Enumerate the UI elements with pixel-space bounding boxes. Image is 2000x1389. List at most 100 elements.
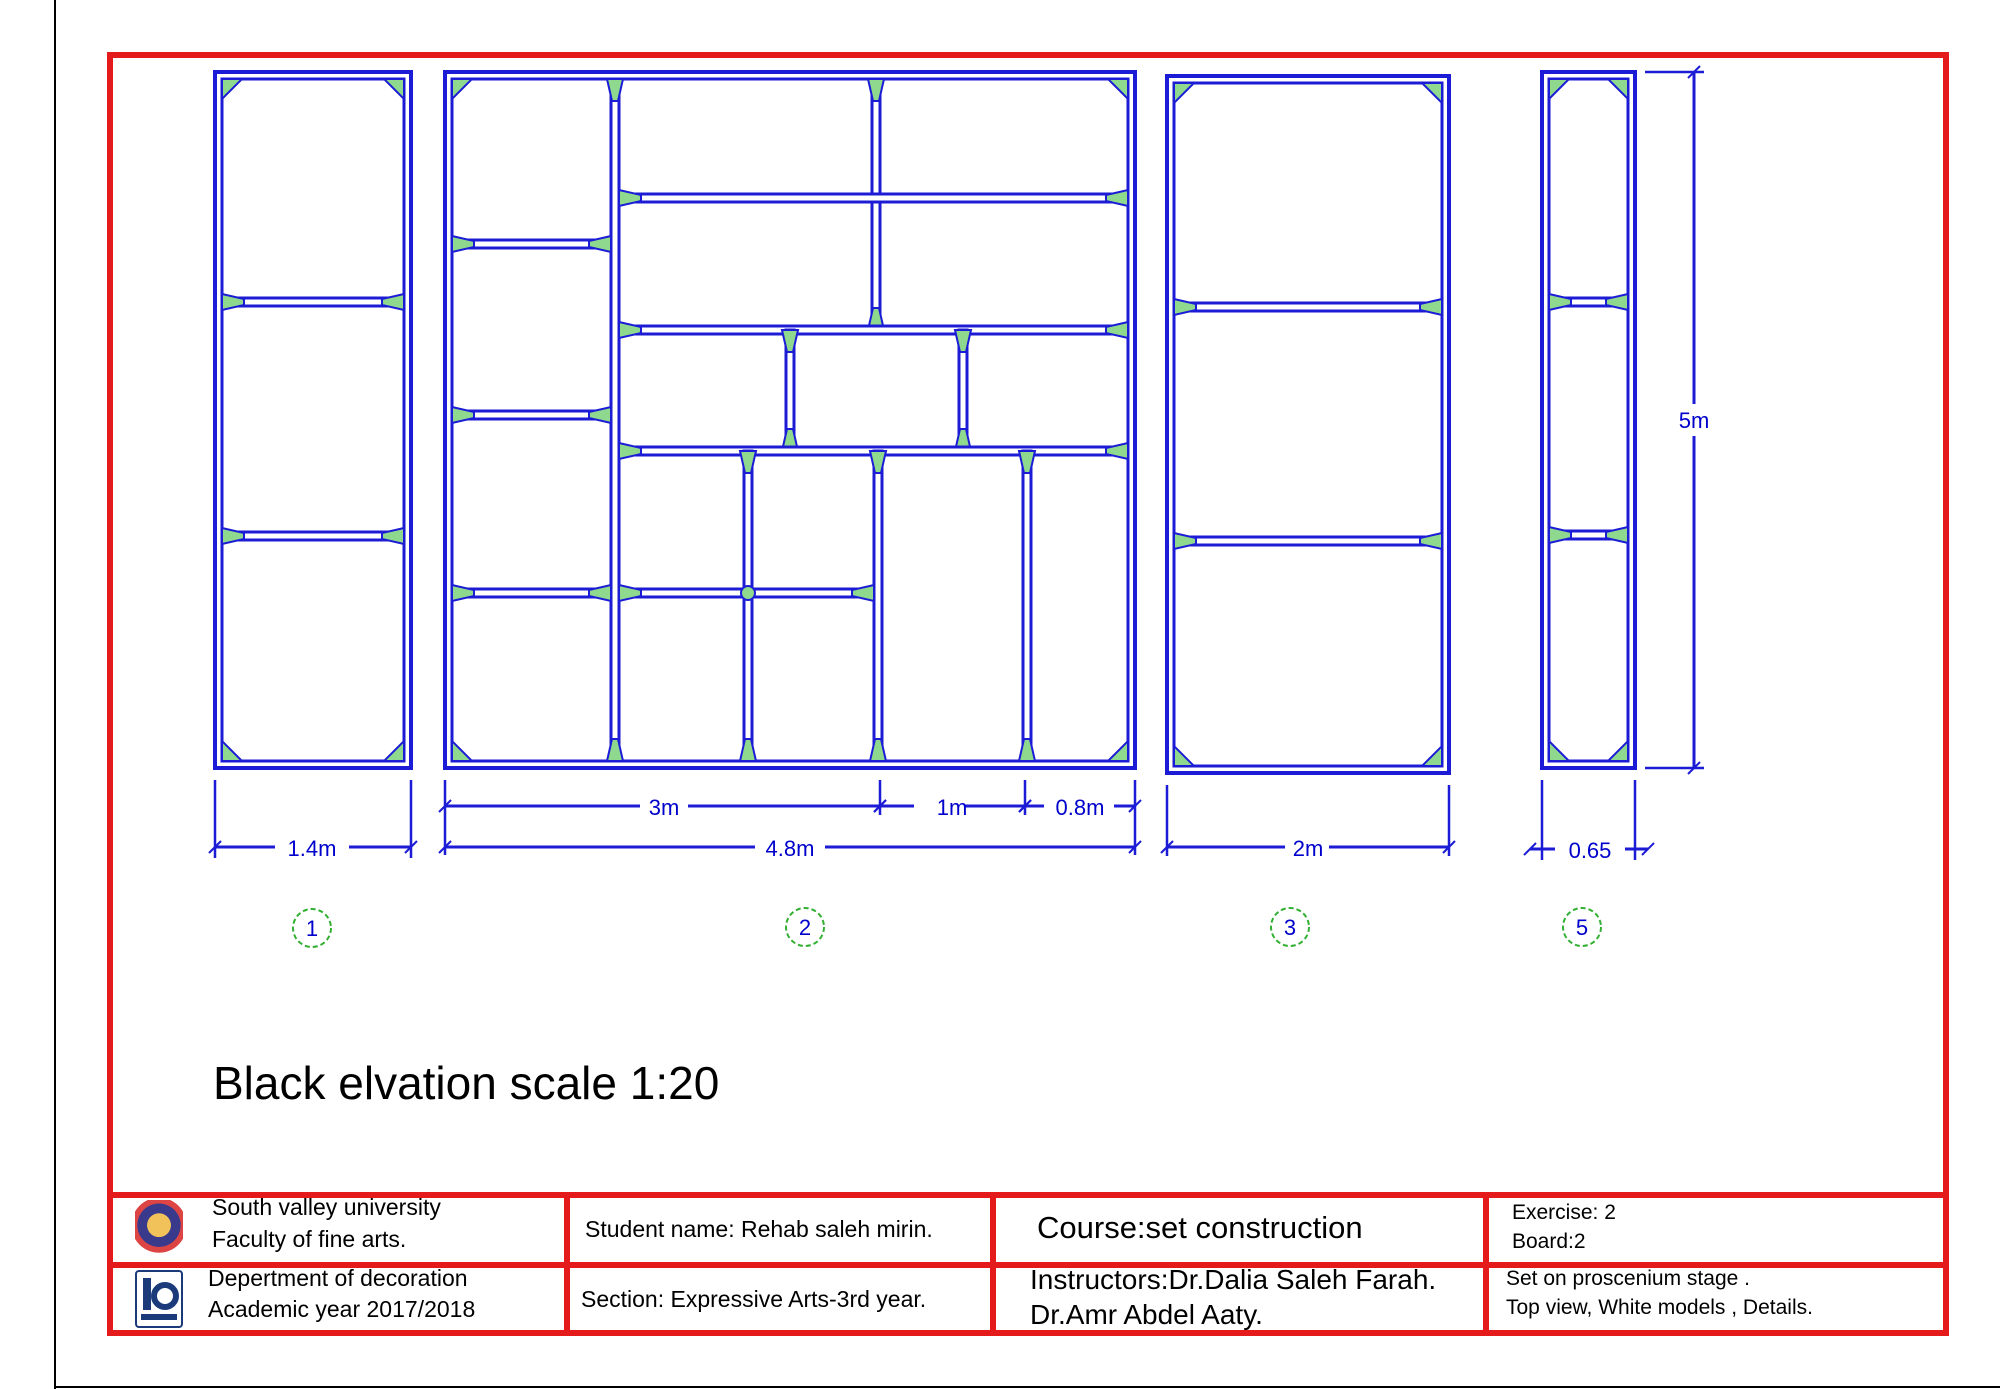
panel-2-stile-joint-top	[866, 78, 886, 102]
section-info: Section: Expressive Arts-3rd year.	[581, 1286, 927, 1312]
panel-2-segment-dim-1m-tick	[873, 799, 887, 813]
panel-2-rail-joint-right	[588, 583, 612, 603]
panel-2-stile-joint-bottom	[605, 738, 625, 762]
width-label-panel-5: 0.65	[1569, 838, 1612, 863]
panel-1-rail	[220, 530, 406, 542]
panel-2-rail-joint-right	[588, 234, 612, 254]
academic-year: Academic year 2017/2018	[208, 1296, 476, 1322]
panel-5-width-dim-tick	[1641, 842, 1655, 856]
panel-1-width-dim-tick	[404, 840, 418, 854]
panel-2-rail-joint-right	[1105, 320, 1129, 340]
panel-2-segment-dim-3m-tick	[438, 799, 452, 813]
segment-label-0.8m: 0.8m	[1056, 795, 1105, 820]
panel-5-frame-corner-gusset	[1548, 738, 1572, 762]
height-dim-tick	[1687, 65, 1701, 79]
panel-5-rail-joint-right	[1605, 525, 1629, 545]
panel-2-rail	[617, 324, 1130, 336]
panel-number-3: 3	[1284, 915, 1296, 940]
panel-2-rail	[450, 587, 613, 599]
panel-2-stile-joint-bottom	[1017, 738, 1037, 762]
dimension-lines	[208, 65, 1704, 860]
panel-2-stile	[1021, 449, 1033, 763]
marker-circle-5	[1562, 907, 1602, 947]
panel-2-rail-joint-right	[851, 583, 875, 603]
panel-3-frame-corner-gusset	[1173, 82, 1197, 106]
red-frame	[107, 52, 1949, 1336]
width-label-panel-3: 2m	[1293, 836, 1324, 861]
drawing-title: Black elvation scale 1:20	[213, 1057, 719, 1109]
student-name: Student name: Rehab saleh mirin.	[585, 1216, 933, 1242]
panel-3-rail-joint-left	[1173, 531, 1197, 551]
panel-2-rail	[617, 192, 1130, 204]
panel-1-frame-corner-gusset	[221, 78, 245, 102]
panel-3-frame-corner-gusset	[1173, 743, 1197, 767]
panel-5-rail-joint-left	[1548, 292, 1572, 312]
panel-1-rail	[220, 296, 406, 308]
width-label-panel-1: 1.4m	[288, 836, 337, 861]
panel-2-rail-joint-left	[451, 583, 475, 603]
university-logo	[135, 1200, 183, 1256]
panel-3-frame-outer	[1165, 74, 1451, 775]
panel-2-rail-joint-right	[588, 405, 612, 425]
panel-1-frame-inner	[220, 77, 406, 763]
panel-2-stile-joint-top	[780, 329, 800, 353]
panel-2-rail-joint-left	[618, 320, 642, 340]
panel-2-width-dim-tick	[438, 840, 452, 854]
panel-2-frame-corner-gusset	[451, 738, 475, 762]
panel-2-frame-corner-gusset	[1105, 78, 1129, 102]
panel-2-segment-dim-0.8m-tick	[1018, 799, 1032, 813]
board-number: Board:2	[1512, 1230, 1586, 1253]
panel-2-frame-outer	[443, 70, 1137, 770]
panel-2-rail-joint-left	[451, 405, 475, 425]
marker-circle-2	[785, 907, 825, 947]
panel-3-rail-joint-left	[1173, 297, 1197, 317]
panel-number-5: 5	[1576, 915, 1588, 940]
segment-label-1m: 1m	[937, 795, 968, 820]
marker-circle-3	[1270, 907, 1310, 947]
elevation-panels	[213, 70, 1637, 775]
panel-3-rail-joint-right	[1419, 531, 1443, 551]
panel-2-frame-corner-gusset	[451, 78, 475, 102]
panel-3-rail-joint-right	[1419, 297, 1443, 317]
panel-2-rail-joint-right	[1105, 188, 1129, 208]
panel-5-frame-corner-gusset	[1605, 738, 1629, 762]
panel-2-stile-joint-top	[868, 450, 888, 474]
panel-1-width-dim-tick	[208, 840, 222, 854]
panel-3-frame-corner-gusset	[1419, 743, 1443, 767]
panel-1-frame-outer	[213, 70, 413, 770]
panel-3-frame-corner-gusset	[1419, 82, 1443, 106]
panel-2-rail-joint-right	[1105, 441, 1129, 461]
panel-1-frame-corner-gusset	[381, 738, 405, 762]
height-label: 5m	[1679, 408, 1710, 433]
marker-circle-1	[292, 908, 332, 948]
panel-2-stile-joint-top	[953, 329, 973, 353]
panel-2-rail-joint-left	[618, 188, 642, 208]
width-label-panel-2: 4.8m	[766, 836, 815, 861]
height-dim-tick	[1687, 761, 1701, 775]
panel-2-rail	[450, 238, 613, 250]
panel-5-width-dim-tick	[1523, 842, 1537, 856]
panel-2-stile-joint-top	[605, 78, 625, 102]
sheet-contents: Top view, White models , Details.	[1506, 1296, 1813, 1319]
panel-3-rail	[1172, 301, 1444, 313]
panel-2-stile-joint-top	[738, 450, 758, 474]
panel-3-frame-inner	[1172, 81, 1444, 768]
panel-2-stile-joint-top	[1017, 450, 1037, 474]
instructors-line-2: Dr.Amr Abdel Aaty.	[1030, 1299, 1263, 1330]
panel-2-segment-dim-0.8m-tick	[1128, 799, 1142, 813]
panel-3-rail	[1172, 535, 1444, 547]
panel-2-cross-joint	[740, 585, 756, 601]
segment-label-3m: 3m	[649, 795, 680, 820]
panel-number-2: 2	[799, 915, 811, 940]
panel-markers: 1 2 3 5	[292, 907, 1602, 948]
panel-1-frame-corner-gusset	[381, 78, 405, 102]
panel-1-rail-joint-left	[221, 526, 245, 546]
faculty-logo	[135, 1270, 183, 1328]
panel-2-width-dim-tick	[1128, 840, 1142, 854]
department-name: Depertment of decoration	[208, 1265, 468, 1291]
panel-3-width-dim-tick	[1160, 840, 1174, 854]
course-name: Course:set construction	[1037, 1210, 1363, 1245]
panel-number-1: 1	[306, 916, 318, 941]
panel-2-stile-joint-bottom	[738, 738, 758, 762]
